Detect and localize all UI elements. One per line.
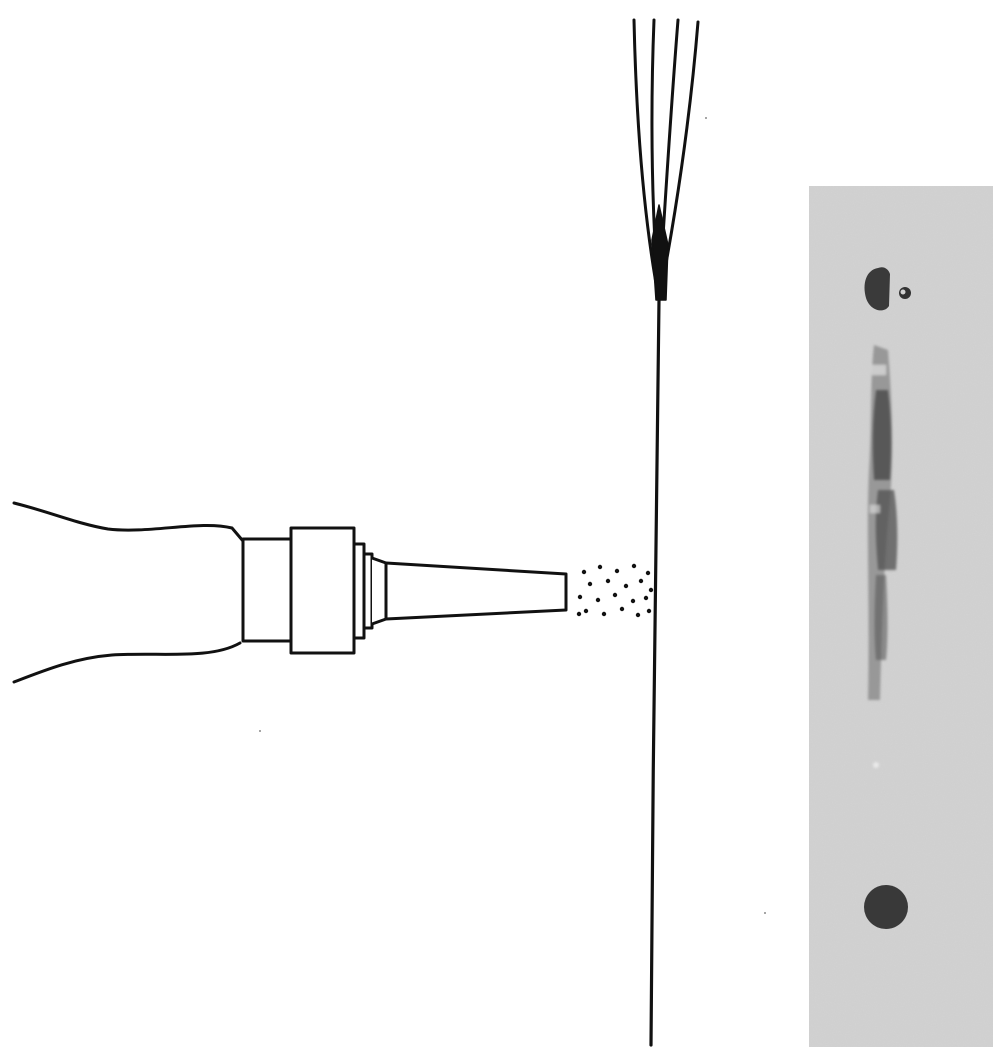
right-panel xyxy=(809,186,993,1047)
bottom-spot xyxy=(864,885,908,929)
speck xyxy=(259,730,261,732)
hand-icon xyxy=(14,503,243,682)
pipette-collar-icon xyxy=(243,528,386,653)
left-panel xyxy=(14,20,766,1045)
pipette-tip-icon xyxy=(386,563,566,619)
speck xyxy=(764,912,766,914)
fork-top-icon xyxy=(634,20,698,300)
speck xyxy=(705,117,707,119)
vertical-line-icon xyxy=(651,300,659,1045)
spray-droplets-icon xyxy=(577,564,653,617)
